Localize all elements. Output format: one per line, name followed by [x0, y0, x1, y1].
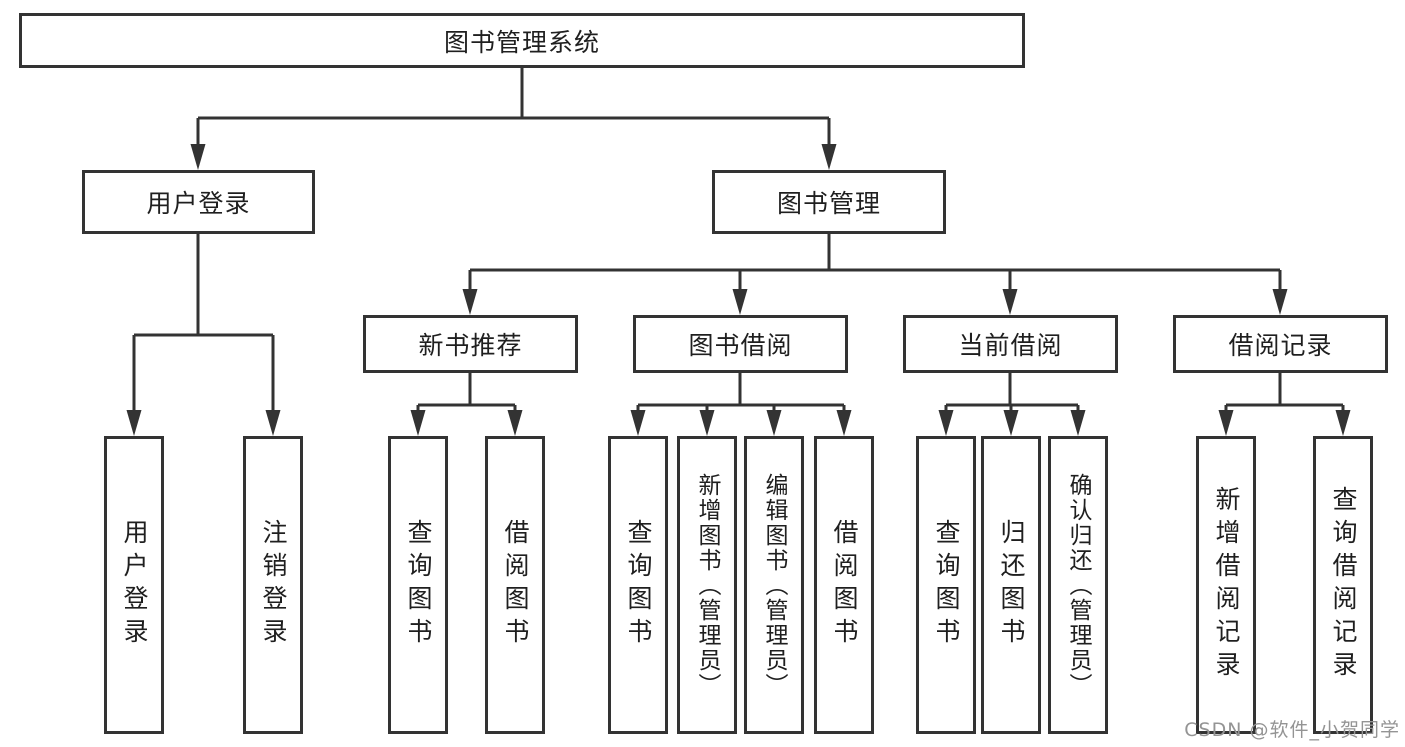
- connector-user-login-children: [126, 234, 281, 436]
- node-leaf-confirm-return-admin: 确认归还（管理员）: [1048, 436, 1108, 734]
- leaf-label: 编辑图书（管理员）: [761, 472, 787, 698]
- node-leaf-add-books-admin: 新增图书（管理员）: [677, 436, 737, 734]
- connector-book-borrow-children: [630, 373, 852, 436]
- leaf-label: 借阅图书: [501, 519, 530, 651]
- node-leaf-query-borrow-record: 查询借阅记录: [1313, 436, 1373, 734]
- node-user-login: 用户登录: [82, 170, 315, 234]
- connector-current-borrow-children: [938, 373, 1086, 436]
- node-book-borrow: 图书借阅: [633, 315, 848, 373]
- node-leaf-return-books: 归还图书: [981, 436, 1041, 734]
- node-leaf-logout: 注销登录: [243, 436, 303, 734]
- node-leaf-user-login: 用户登录: [104, 436, 164, 734]
- connector-borrow-records-children: [1218, 373, 1351, 436]
- node-leaf-borrow-books-recommend: 借阅图书: [485, 436, 545, 734]
- leaf-label: 确认归还（管理员）: [1065, 472, 1091, 698]
- node-leaf-edit-books-admin: 编辑图书（管理员）: [744, 436, 804, 734]
- connector-root-to-level1: [190, 68, 837, 170]
- node-current-borrow: 当前借阅: [903, 315, 1118, 373]
- leaf-label: 新增借阅记录: [1212, 486, 1241, 684]
- node-book-management: 图书管理: [712, 170, 946, 234]
- leaf-label: 查询图书: [624, 519, 653, 651]
- node-leaf-query-books-current: 查询图书: [916, 436, 976, 734]
- leaf-label: 查询图书: [404, 519, 433, 651]
- leaf-label: 归还图书: [997, 519, 1026, 651]
- node-leaf-add-borrow-record: 新增借阅记录: [1196, 436, 1256, 734]
- leaf-label: 查询借阅记录: [1329, 486, 1358, 684]
- leaf-label: 新增图书（管理员）: [694, 472, 720, 698]
- connector-book-management-children: [462, 234, 1288, 315]
- node-new-book-recommend: 新书推荐: [363, 315, 578, 373]
- csdn-watermark: CSDN @软件_小贺同学: [1184, 719, 1400, 741]
- node-leaf-query-books-recommend: 查询图书: [388, 436, 448, 734]
- leaf-label: 注销登录: [259, 519, 288, 651]
- leaf-label: 查询图书: [932, 519, 961, 651]
- leaf-label: 用户登录: [120, 519, 149, 651]
- node-borrow-records: 借阅记录: [1173, 315, 1388, 373]
- leaf-label: 借阅图书: [830, 519, 859, 651]
- node-root-library-system: 图书管理系统: [19, 13, 1025, 68]
- node-leaf-borrow-books: 借阅图书: [814, 436, 874, 734]
- connector-new-book-recommend-children: [410, 373, 523, 436]
- node-leaf-query-books-borrow: 查询图书: [608, 436, 668, 734]
